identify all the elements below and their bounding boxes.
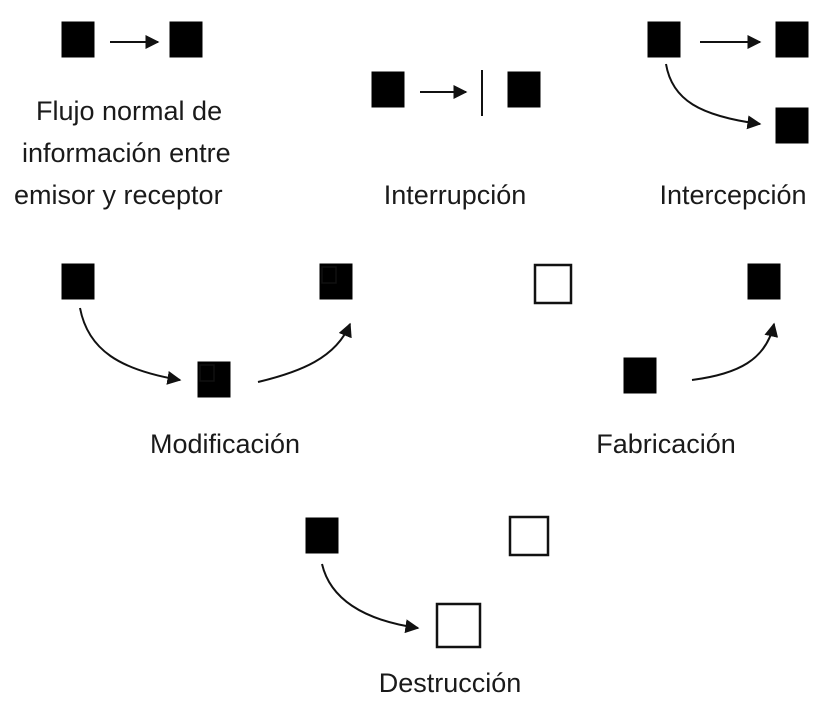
interception-sender-document-icon: [647, 21, 681, 58]
fabrication-receiver-document-icon: [747, 263, 781, 300]
normal-sender-document-icon: [61, 21, 95, 58]
interception-receiver-document-icon: [775, 21, 809, 58]
interruption-label: Interrupción: [383, 180, 527, 210]
destruction-empty-box: [435, 602, 482, 649]
destruction-arrow: [321, 563, 420, 634]
fabrication-intruder-document-icon: [623, 357, 657, 394]
fabrication-label: Fabricación: [596, 429, 736, 459]
modification-intruder-document-icon: [196, 360, 232, 399]
fabrication-empty-sender-box: [533, 263, 573, 305]
interruption-receiver-document-icon: [507, 71, 541, 108]
interception-label: Intercepción: [659, 180, 807, 210]
normal-flow-label-line-2: información entre: [22, 138, 231, 168]
destruction-empty-receiver-box: [508, 515, 550, 557]
destruction-label: Destrucción: [378, 668, 522, 698]
interception-curved-arrow: [665, 63, 762, 130]
normal-receiver-document-icon: [169, 21, 203, 58]
interception-intruder-document-icon: [775, 107, 809, 144]
modification-receiver-document-icon: [318, 262, 354, 301]
destruction-sender-document-icon: [305, 517, 339, 554]
interruption-sender-document-icon: [371, 71, 405, 108]
modification-sender-document-icon: [61, 263, 95, 300]
normal-flow-label-line-3: emisor y receptor: [14, 180, 223, 210]
fabrication-arrow: [691, 322, 779, 381]
normal-flow-label-line-1: Flujo normal de: [36, 96, 223, 126]
modification-arrow-in: [79, 307, 182, 385]
modification-label: Modificación: [149, 429, 301, 459]
modification-arrow-out: [257, 322, 352, 383]
